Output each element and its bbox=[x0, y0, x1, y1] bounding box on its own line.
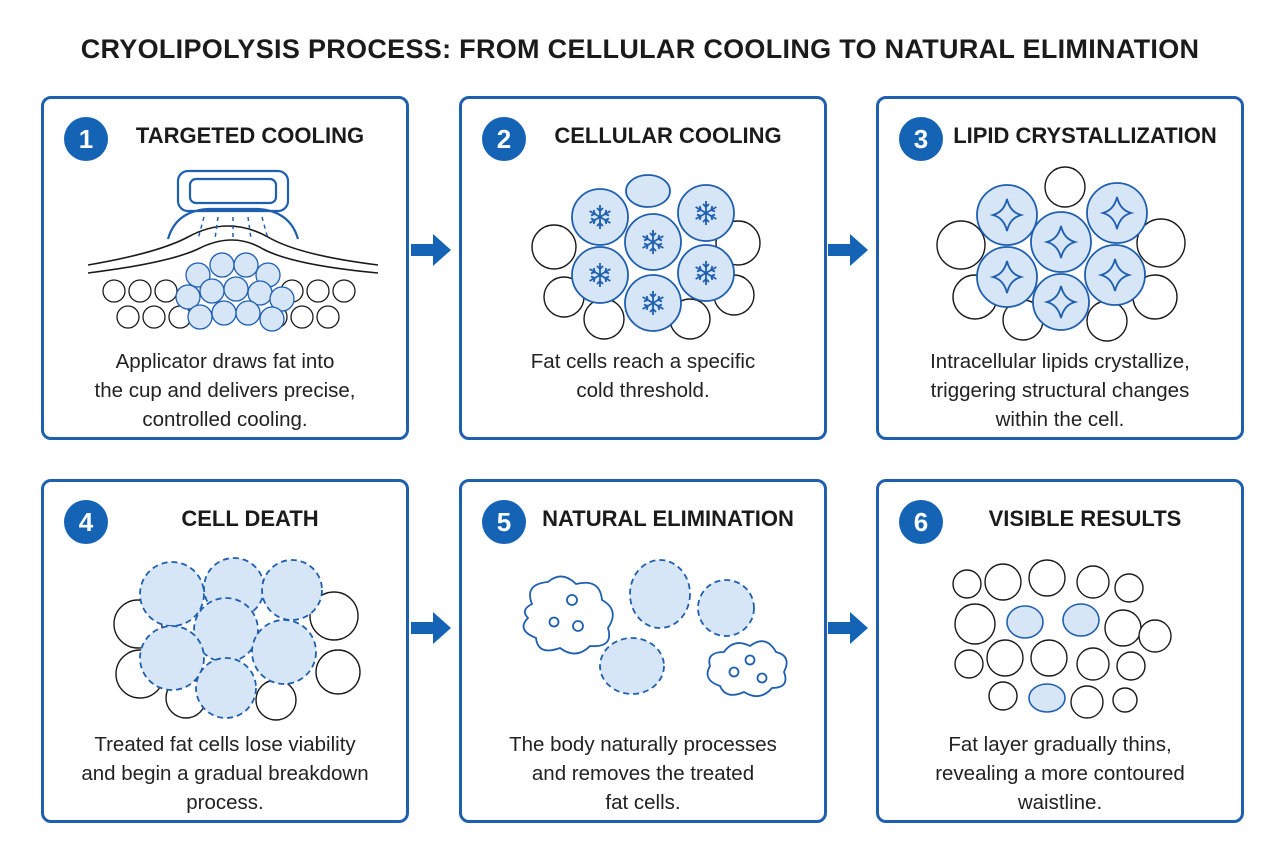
step-title: VISIBLE RESULTS bbox=[988, 506, 1182, 531]
step-title: NATURAL ELIMINATION bbox=[542, 506, 794, 531]
step-card-4: 4 CELL DEATH Treated fat cells lose viab… bbox=[41, 479, 409, 823]
step-description: Applicator draws fat into the cup and de… bbox=[94, 350, 356, 431]
step-card-5: 5 NATURAL ELIMINATION The body naturally… bbox=[459, 479, 827, 823]
step-number-badge: 4 bbox=[64, 500, 108, 544]
step-number-badge: 6 bbox=[899, 500, 943, 544]
visible-results-illustration bbox=[952, 559, 1172, 719]
step-number-badge: 3 bbox=[899, 117, 943, 161]
page-title: CRYOLIPOLYSIS PROCESS: FROM CELLULAR COO… bbox=[80, 34, 1200, 64]
natural-elimination-illustration bbox=[522, 559, 788, 698]
applicator-illustration bbox=[87, 169, 379, 332]
right-arrow-icon bbox=[411, 612, 451, 644]
step-card-6: 6 VISIBLE RESULTS Fat layer gradually th… bbox=[876, 479, 1244, 823]
step-number-badge: 2 bbox=[482, 117, 526, 161]
step-description: The body naturally processes and removes… bbox=[509, 733, 777, 814]
step-title: LIPID CRYSTALLIZATION bbox=[953, 123, 1217, 148]
cell-death-illustration bbox=[113, 557, 361, 721]
lipid-crystallization-illustration bbox=[936, 166, 1186, 342]
step-number-badge: 5 bbox=[482, 500, 526, 544]
step-card-2: 2 CELLULAR COOLING Fa bbox=[459, 96, 827, 440]
step-description: Fat layer gradually thins, revealing a m… bbox=[935, 733, 1185, 814]
right-arrow-icon bbox=[828, 234, 868, 266]
right-arrow-icon bbox=[828, 612, 868, 644]
step-description: Treated fat cells lose viability and beg… bbox=[81, 733, 369, 814]
step-description: Intracellular lipids crystallize, trigge… bbox=[930, 350, 1190, 431]
step-title: TARGETED COOLING bbox=[135, 123, 365, 148]
cellular-cooling-illustration bbox=[531, 174, 761, 340]
step-title: CELL DEATH bbox=[181, 506, 319, 531]
step-number-badge: 1 bbox=[64, 117, 108, 161]
step-card-3: 3 LIPID CRYSTALLIZATION Intracellular li… bbox=[876, 96, 1244, 440]
step-title: CELLULAR COOLING bbox=[554, 123, 782, 148]
step-card-1: 1 TARGETED COOLING Applicator draws bbox=[41, 96, 409, 440]
step-description: Fat cells reach a specific cold threshol… bbox=[530, 350, 756, 402]
right-arrow-icon bbox=[411, 234, 451, 266]
